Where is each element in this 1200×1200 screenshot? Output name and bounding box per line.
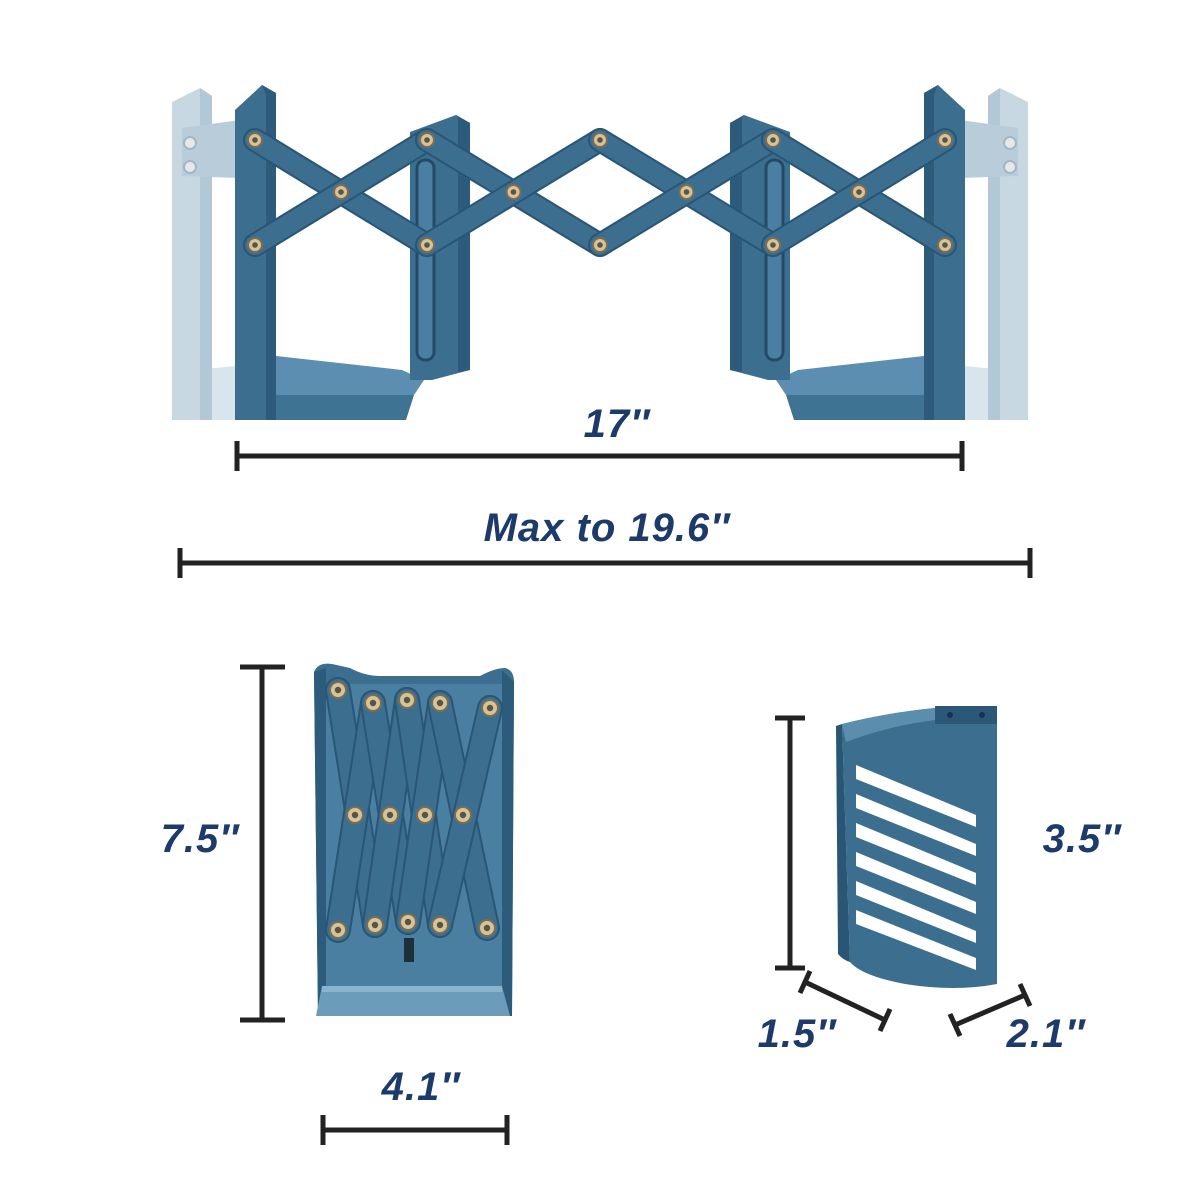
rivet-center	[436, 699, 444, 707]
collapsed-bookend	[314, 663, 514, 1016]
rivet-center	[334, 926, 342, 934]
left-inner-plate-edge	[456, 115, 470, 372]
rivet-center	[770, 137, 776, 143]
rivet-center	[338, 189, 344, 195]
rivet-center	[351, 811, 359, 819]
rivet-center	[683, 189, 690, 195]
right-bookend-base-top	[776, 356, 924, 395]
dimension-label-holder-depth: 1.5″	[758, 1012, 838, 1056]
left-bookend-plate-edge	[262, 85, 276, 420]
rivet-center	[252, 137, 258, 143]
collapsed-plate-left-edge	[314, 668, 326, 1016]
left-inner-plate-slot	[415, 158, 436, 362]
dimension-tick-start	[797, 969, 813, 995]
right-bookend-base-front	[786, 395, 962, 420]
holder-curl-edge	[836, 724, 850, 962]
left-ghost-rivet	[183, 160, 197, 174]
rivet-center	[424, 137, 430, 143]
dimension-holder-depth: 1.5″	[758, 969, 893, 1056]
rivet-center	[404, 918, 412, 926]
right-ghost-rivet	[1003, 160, 1017, 174]
expanded-bookend	[172, 85, 1028, 420]
holder-slot	[856, 823, 976, 885]
holder-slots	[856, 765, 976, 970]
folded-scissor-mechanism	[325, 677, 503, 943]
dimension-collapsed-width: 4.1″	[320, 1065, 510, 1145]
dimension-max-width: Max to 19.6″	[177, 506, 1033, 578]
dimension-label-collapsed-width: 4.1″	[381, 1065, 462, 1109]
dimension-label-max-width: Max to 19.6″	[484, 506, 732, 550]
dimension-tick-end	[1017, 982, 1033, 1008]
dimension-holder-width: 2.1″	[947, 982, 1087, 1056]
dimension-line	[803, 979, 887, 1023]
holder-slot	[856, 765, 976, 827]
left-ghost-bookend	[172, 88, 240, 420]
rivet-center	[371, 921, 379, 929]
left-ghost-hinge	[182, 120, 240, 178]
right-ghost-hinge	[960, 120, 1018, 178]
holder-slot	[856, 881, 976, 943]
right-inner-plate-edge	[730, 115, 744, 372]
rivet-center	[597, 137, 603, 143]
left-ghost-rivet	[183, 136, 197, 150]
right-ghost-rivet	[1003, 136, 1017, 150]
dimension-collapsed-height: 7.5″	[161, 664, 285, 1023]
rivet-center	[856, 189, 862, 195]
slotted-holder	[836, 706, 997, 988]
dimension-label-collapsed-height: 7.5″	[161, 817, 241, 861]
holder-slot	[856, 852, 976, 914]
holder-inner-lip	[842, 708, 935, 742]
dimension-label-extended-width: 17″	[584, 402, 651, 446]
rivet-center	[386, 811, 394, 819]
holder-flange-hole	[947, 712, 953, 718]
rivet-center	[942, 242, 948, 248]
rivet-center	[459, 811, 467, 819]
left-bookend-base-front	[238, 395, 414, 420]
dimension-line	[954, 992, 1026, 1028]
holder-slot	[856, 794, 976, 856]
rivet-center	[770, 242, 776, 248]
rivet-center	[334, 686, 342, 694]
collapsed-base	[316, 986, 510, 1016]
right-inner-plate-slot	[764, 158, 785, 362]
collapsed-plate-right-edge	[502, 670, 514, 1016]
rivet-center	[510, 189, 517, 195]
dimension-label-holder-width: 2.1″	[1006, 1012, 1087, 1056]
rivet-center	[252, 242, 258, 248]
left-bookend-base-top	[276, 356, 424, 395]
dimension-label-holder-height: 3.5″	[1043, 817, 1123, 861]
holder-flange-hole	[979, 712, 985, 718]
left-inner-plate	[410, 115, 470, 380]
rivet-center	[369, 699, 377, 707]
right-ghost-bookend	[960, 88, 1028, 420]
rivet-center	[597, 242, 603, 248]
holder-slot	[856, 910, 976, 970]
rivet-center	[486, 704, 494, 712]
scissor-mechanism	[243, 128, 957, 257]
rivet-center	[483, 924, 491, 932]
right-bookend-plate-edge	[924, 85, 938, 420]
dimension-tick-end	[877, 1007, 893, 1033]
dimension-tick-start	[947, 1012, 963, 1038]
rivet-center	[403, 696, 411, 704]
rivet-center	[436, 921, 444, 929]
rivet-center	[942, 137, 948, 143]
collapsed-slot	[404, 938, 414, 962]
holder-top-flange	[935, 706, 997, 724]
rivet-center	[421, 811, 429, 819]
collapsed-base-lip	[322, 986, 502, 992]
dimension-holder-height: 3.5″	[775, 715, 1123, 971]
rivet-center	[424, 242, 430, 248]
dimension-extended-width: 17″	[234, 402, 965, 471]
